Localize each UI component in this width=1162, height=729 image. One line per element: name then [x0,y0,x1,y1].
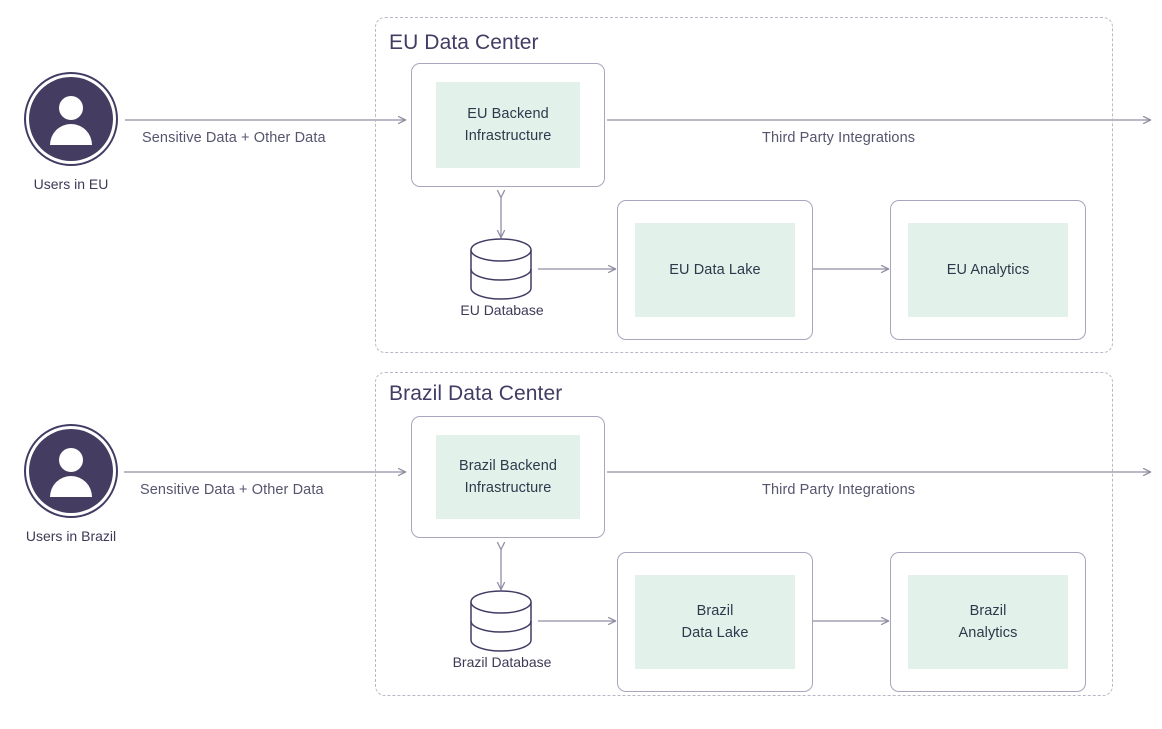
node-eu-backend-label: EU Backend Infrastructure [464,105,552,144]
user-avatar-icon-body [50,476,92,497]
node-brazil-analytics-label: Brazil Analytics [958,602,1018,641]
node-brazil-backend-infrastructure[interactable]: Brazil Backend Infrastructure [411,416,605,538]
node-fill [635,575,795,669]
node-eu-backend-infrastructure[interactable]: EU Backend Infrastructure [411,63,605,187]
actor-users-in-brazil: Users in Brazil [24,424,118,544]
user-avatar-icon [59,448,83,472]
node-fill [436,435,580,519]
actor-eu-caption: Users in EU [33,176,109,192]
node-eu-analytics[interactable]: EU Analytics [890,200,1086,340]
edge-label-eu-ingress: Sensitive Data + Other Data [142,130,326,146]
node-eu-data-lake-label: EU Data Lake [669,261,761,278]
user-avatar-icon [59,96,83,120]
datastore-eu-database-caption: EU Database [460,302,544,318]
node-fill [436,82,580,168]
region-brazil-data-center [375,372,1113,696]
region-eu-data-center [375,17,1113,353]
node-brazil-analytics[interactable]: Brazil Analytics [890,552,1086,692]
region-eu-title: EU Data Center [389,31,539,54]
avatar-ring [24,72,118,166]
edge-label-brazil-egress: Third Party Integrations [762,482,916,498]
edge-label-brazil-ingress: Sensitive Data + Other Data [140,482,324,498]
node-eu-data-lake[interactable]: EU Data Lake [617,200,813,340]
node-fill [908,575,1068,669]
datastore-eu-database[interactable]: EU Database [460,240,543,318]
user-avatar-icon-body [50,124,92,145]
actor-users-in-eu: Users in EU [24,72,118,192]
node-eu-analytics-label: EU Analytics [946,261,1030,278]
region-brazil-title: Brazil Data Center [389,382,563,405]
node-fill [908,223,1068,317]
datastore-brazil-database[interactable]: Brazil Database [453,592,552,670]
edge-label-eu-egress: Third Party Integrations [762,130,916,146]
actor-brazil-caption: Users in Brazil [25,528,117,544]
avatar-ring [24,424,118,518]
datastore-brazil-database-caption: Brazil Database [452,654,552,670]
node-brazil-backend-label: Brazil Backend Infrastructure [458,457,558,496]
node-brazil-data-lake[interactable]: Brazil Data Lake [617,552,813,692]
node-brazil-data-lake-label: Brazil Data Lake [681,602,749,641]
node-fill [635,223,795,317]
